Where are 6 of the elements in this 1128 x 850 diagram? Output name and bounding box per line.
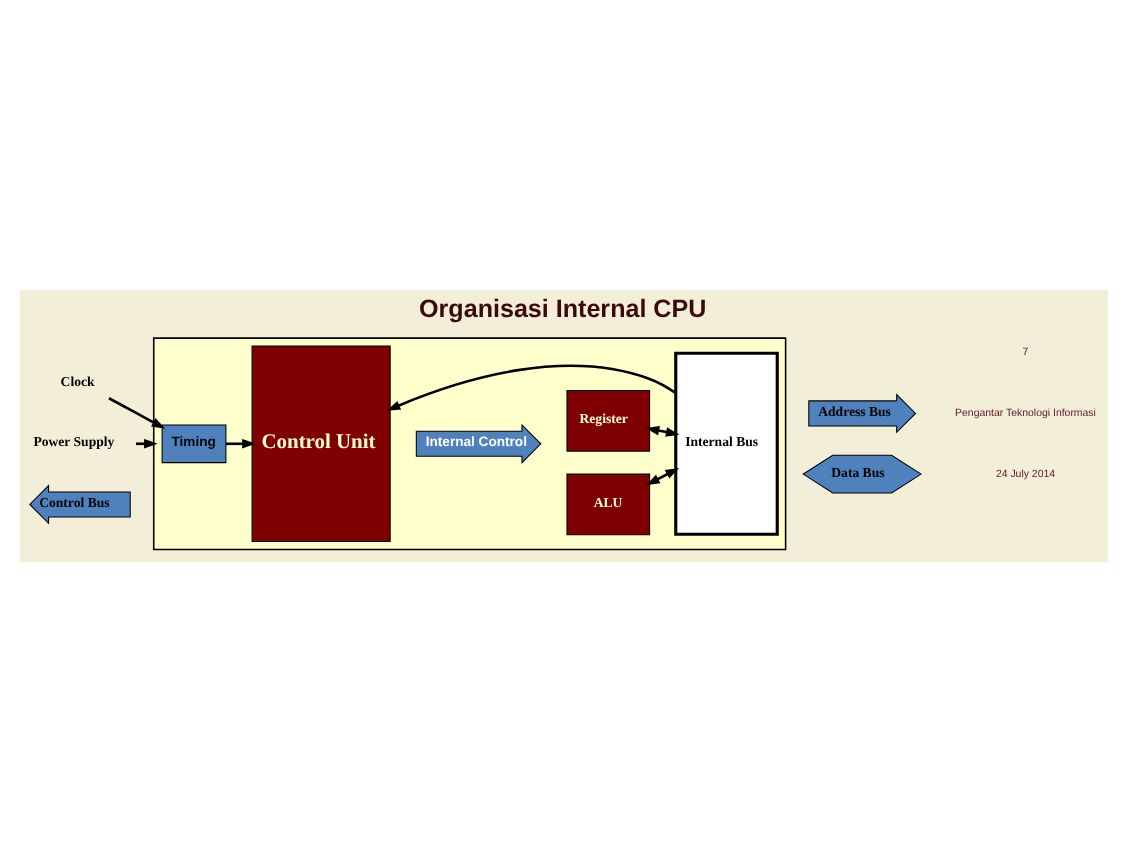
node-box: Control Unit — [251, 344, 391, 542]
arrow — [108, 396, 166, 428]
arrow — [386, 363, 677, 410]
arrow — [646, 466, 680, 485]
arrow — [225, 438, 256, 448]
diagram-title: Organisasi Internal CPU — [419, 294, 707, 323]
